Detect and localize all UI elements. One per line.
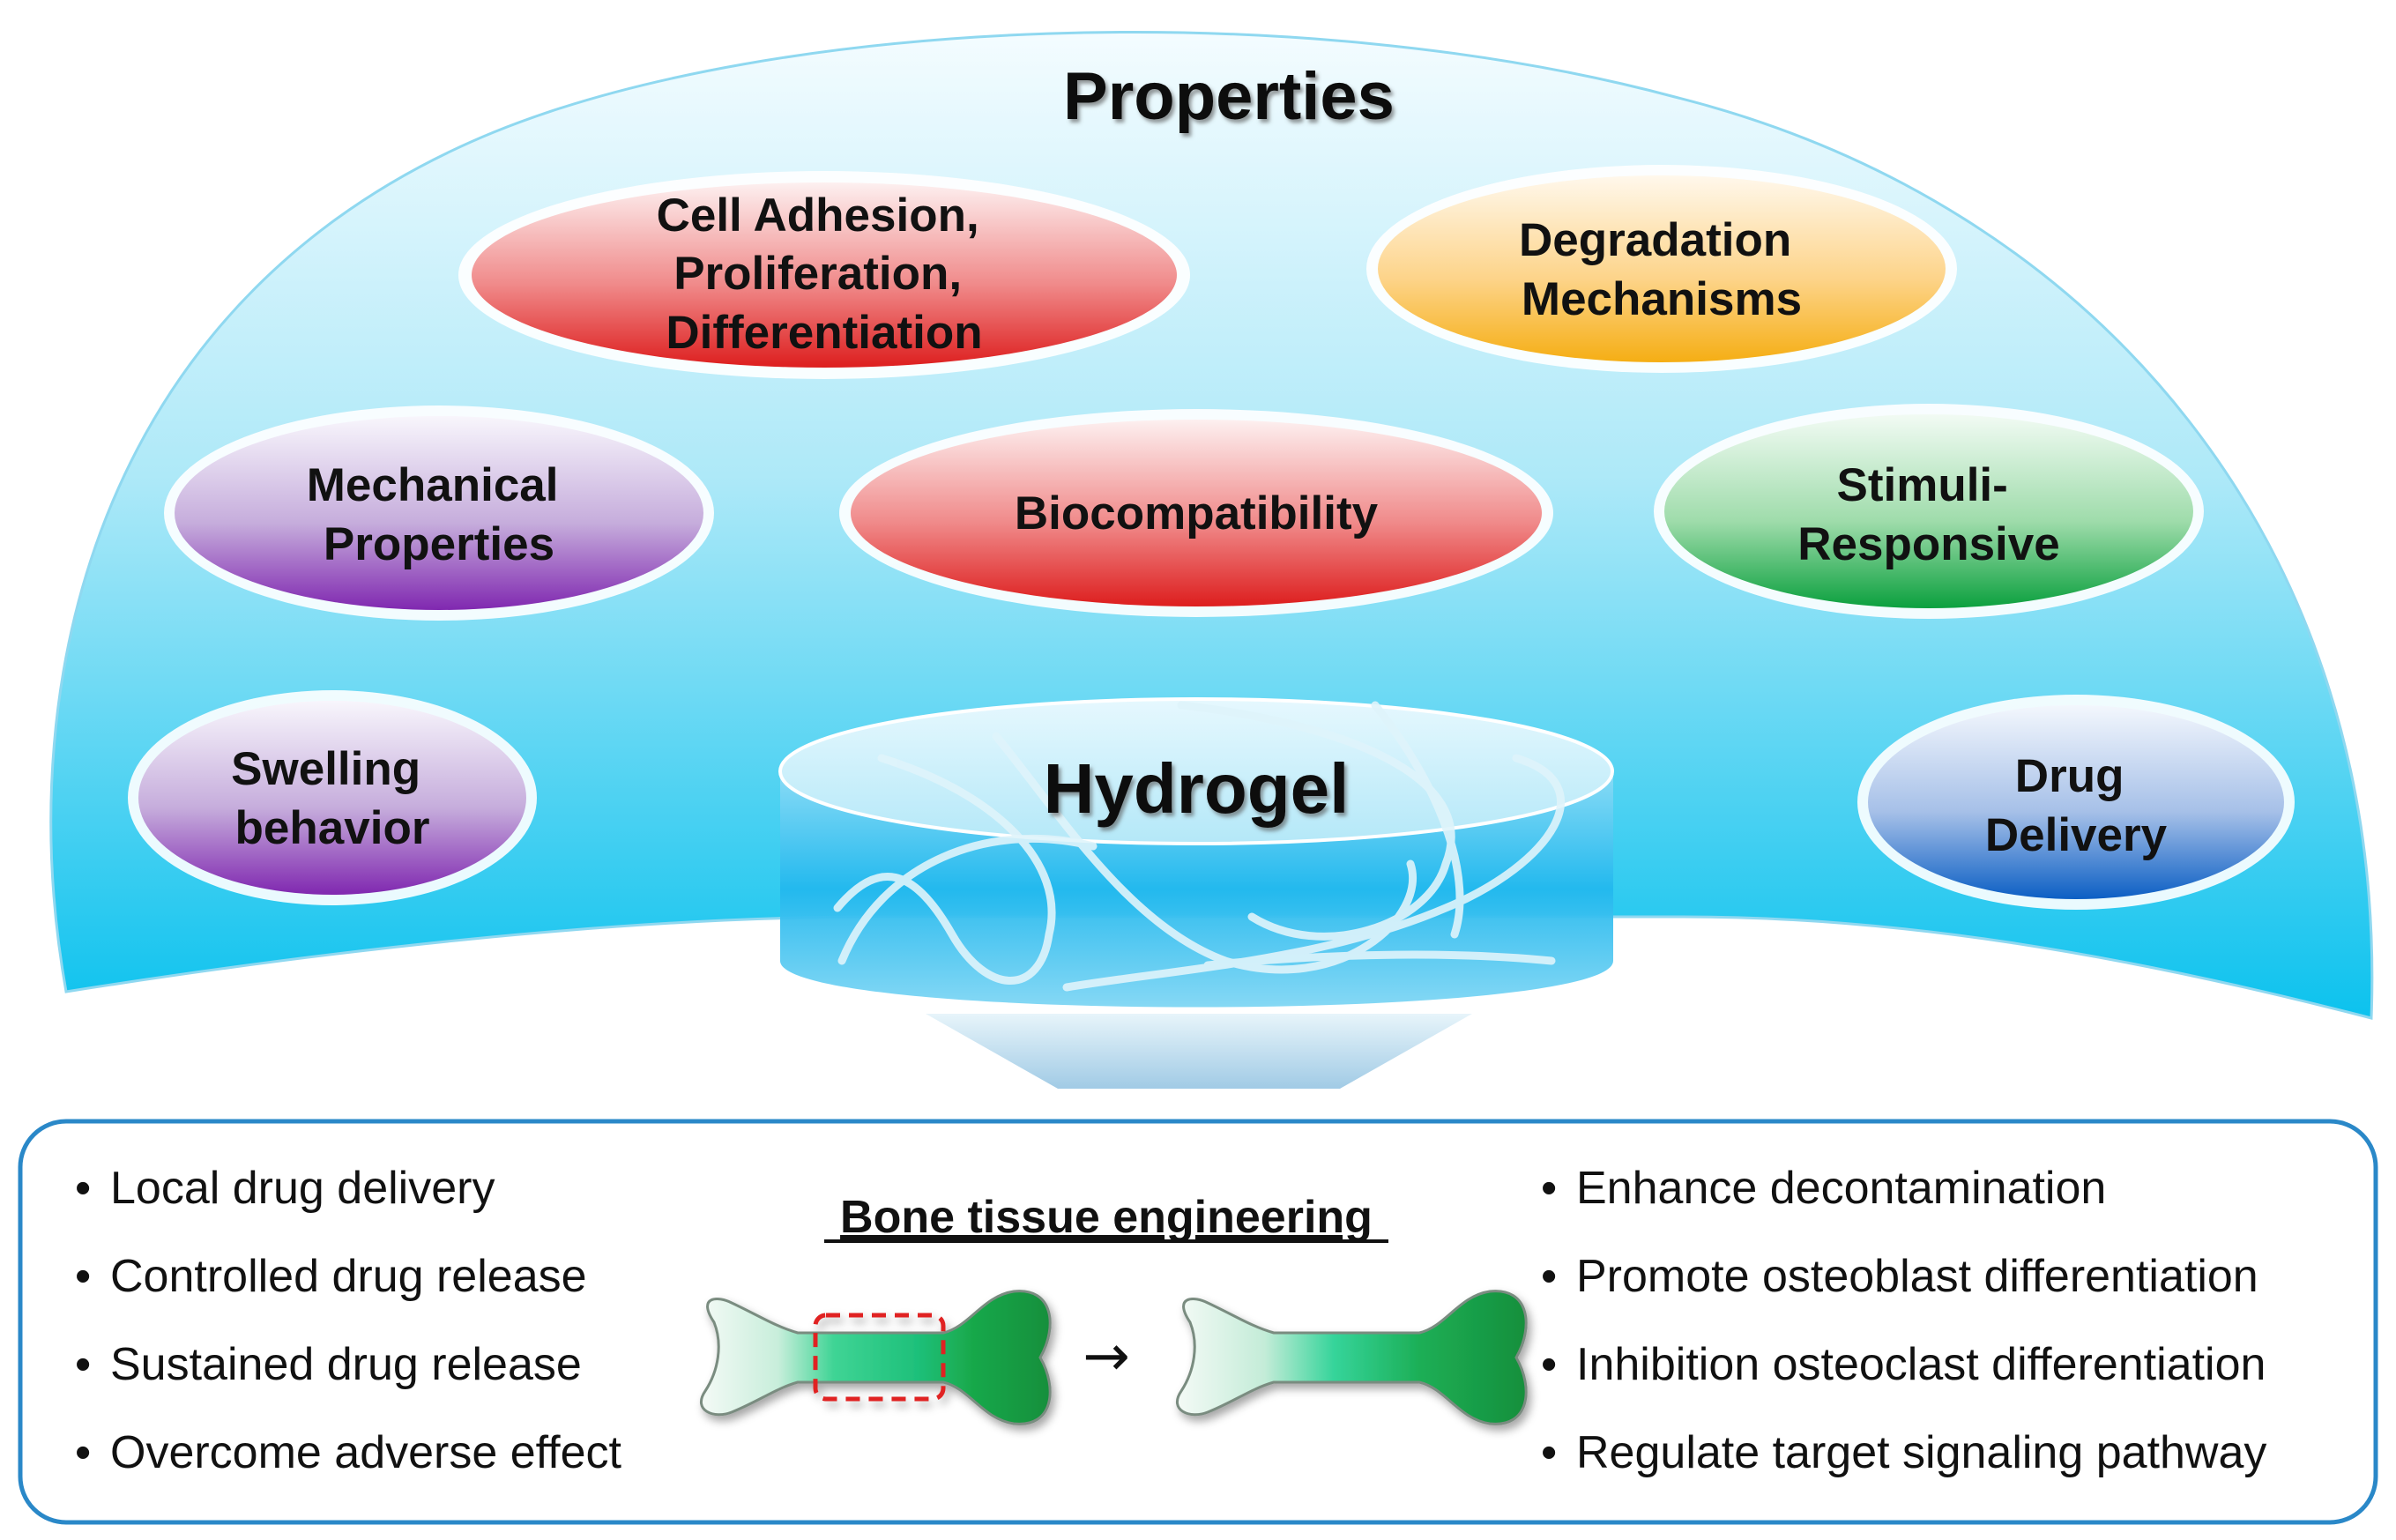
svg-text:Swelling behavior: Swelling behavior xyxy=(231,743,434,854)
bullet-item: Inhibition osteoclast differentiation xyxy=(1576,1339,2266,1390)
property-label: Proliferation, xyxy=(673,248,962,300)
property-label: behavior xyxy=(235,802,430,854)
bullet-item: Local drug delivery xyxy=(110,1163,495,1214)
property-mechanical: Mechanical Properties xyxy=(164,405,714,621)
property-cell-adhesion: Cell Adhesion, Proliferation, Differenti… xyxy=(458,171,1190,379)
property-label: Properties xyxy=(324,518,554,570)
property-label: Differentiation xyxy=(666,307,982,359)
property-biocompatibility: Biocompatibility xyxy=(839,409,1553,617)
bullet-item: Overcome adverse effect xyxy=(110,1427,622,1478)
bullet-dot: • xyxy=(1541,1251,1557,1302)
bullet-dot: • xyxy=(75,1251,91,1302)
svg-text:Mechanical Properties: Mechanical Properties xyxy=(307,459,571,570)
bullet-item: Sustained drug release xyxy=(110,1339,582,1390)
bone-engineering-heading: Bone tissue engineering xyxy=(840,1192,1373,1243)
property-label: Stimuli- xyxy=(1836,459,2007,511)
property-label: Drug xyxy=(2015,750,2124,802)
property-label: Mechanisms xyxy=(1522,273,1802,325)
bullet-item: Controlled drug release xyxy=(110,1251,587,1302)
bullet-dot: • xyxy=(1541,1339,1557,1390)
svg-text:Degradation Mechanisms: Degradation Mechanisms xyxy=(1519,214,1804,325)
right-arrow-icon: → xyxy=(1083,1324,1130,1389)
property-label: Delivery xyxy=(1985,809,2168,861)
svg-text:Drug Delivery: Drug Delivery xyxy=(1985,750,2168,861)
property-stimuli-responsive: Stimuli- Responsive xyxy=(1654,404,2204,619)
bullet-dot: • xyxy=(75,1163,91,1214)
bullet-dot: • xyxy=(1541,1427,1557,1478)
bone-healed-icon xyxy=(1175,1290,1528,1425)
property-swelling: Swelling behavior xyxy=(128,690,537,905)
bullet-item: Promote osteoblast differentiation xyxy=(1576,1251,2258,1302)
hydrogel-cylinder xyxy=(778,697,1614,1008)
left-bullet-list: • Local drug delivery • Controlled drug … xyxy=(75,1163,622,1478)
bullet-item: Regulate target signaling pathway xyxy=(1576,1427,2266,1478)
property-label: Swelling xyxy=(231,743,420,795)
property-label: Mechanical xyxy=(307,459,559,511)
hydrogel-label: Hydrogel xyxy=(1044,749,1350,828)
property-label: Responsive xyxy=(1797,518,2060,570)
bullet-item: Enhance decontamination xyxy=(1576,1163,2106,1214)
bone-with-defect-icon xyxy=(699,1290,1052,1425)
bullet-dot: • xyxy=(75,1339,91,1390)
property-drug-delivery: Drug Delivery xyxy=(1857,695,2295,910)
funnel-arrow xyxy=(926,1014,1472,1089)
property-label: Biocompatibility xyxy=(1015,487,1379,539)
right-bullet-list: • Enhance decontamination • Promote oste… xyxy=(1541,1163,2266,1478)
bullet-dot: • xyxy=(75,1427,91,1478)
svg-text:Cell Adhesion, Prolifera: Cell Adhesion, Proliferation, Differenti… xyxy=(657,190,993,359)
bullet-dot: • xyxy=(1541,1163,1557,1214)
defect-region-box xyxy=(813,1313,946,1402)
properties-title: Properties xyxy=(1063,59,1395,134)
property-degradation: Degradation Mechanisms xyxy=(1366,165,1957,373)
property-label: Degradation xyxy=(1519,214,1791,266)
svg-text:Stimuli- Responsive: Stimuli- Responsive xyxy=(1797,459,2060,570)
property-label: Cell Adhesion, xyxy=(657,190,979,242)
